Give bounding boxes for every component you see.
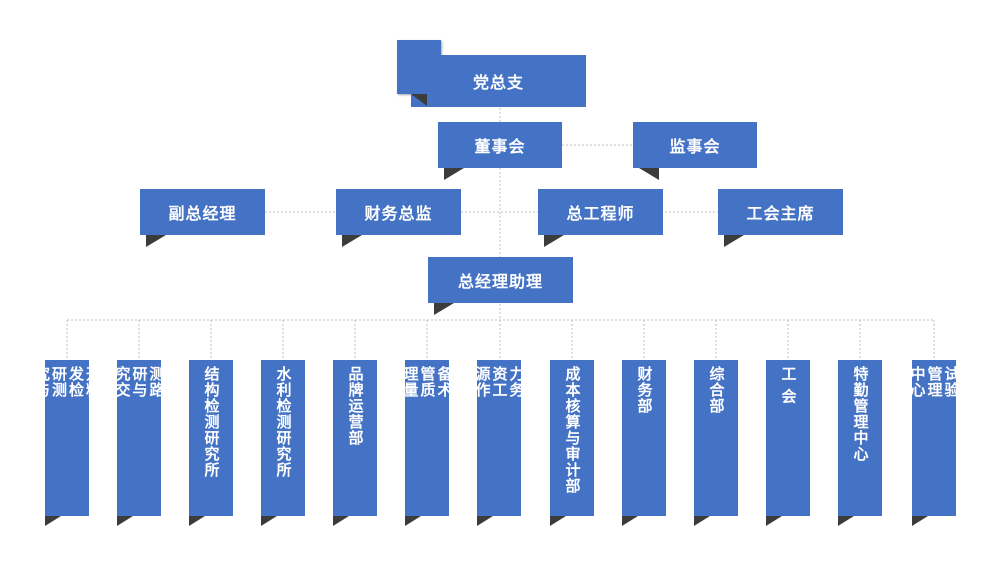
department-box-13[interactable]: 自检 试验 管理 中心 室 <box>892 360 978 516</box>
department-fold <box>117 516 133 526</box>
department-fold <box>333 516 349 526</box>
deputy-gm-box[interactable]: 副总经理 <box>140 189 265 235</box>
department-label: 人党 力务 资工 源作 部与 <box>456 366 543 398</box>
supervisors-box[interactable]: 监事会 <box>633 122 757 168</box>
department-label: 自检 试验 管理 中心 室 <box>891 366 978 398</box>
department-box-6[interactable]: 设技 备术 管质 理量 部与 <box>385 360 471 516</box>
union-chair-box[interactable]: 工会主席 <box>718 189 843 235</box>
department-label: 水利检测研究所 <box>274 366 293 478</box>
department-fold <box>694 516 710 526</box>
department-fold <box>766 516 782 526</box>
supervisors-fold <box>639 168 659 180</box>
department-fold <box>912 516 928 526</box>
party-branch-fold <box>411 94 427 106</box>
deputy-gm-label: 副总经理 <box>168 204 237 223</box>
department-fold <box>45 516 61 526</box>
chief-engineer-label: 总工程师 <box>566 204 635 223</box>
gm-assistant-box[interactable]: 总经理助理 <box>428 257 573 303</box>
department-fold <box>622 516 638 526</box>
board-box[interactable]: 董事会 <box>438 122 562 168</box>
union-chair-fold <box>724 235 744 247</box>
department-box-3[interactable]: 结构检测研究所 <box>189 360 233 516</box>
supervisors-label: 监事会 <box>669 137 721 156</box>
chief-engineer-fold <box>544 235 564 247</box>
department-fold <box>405 516 421 526</box>
department-label: 财务部 <box>635 366 654 414</box>
board-fold <box>444 168 464 180</box>
department-label: 特勤管理中心 <box>851 366 870 462</box>
department-fold <box>550 516 566 526</box>
department-box-4[interactable]: 水利检测研究所 <box>261 360 305 516</box>
department-box-12[interactable]: 特勤管理中心 <box>838 360 882 516</box>
department-label: 科研材 开料 发检 研测 究与 所 <box>16 366 119 414</box>
department-label: 结构检测研究所 <box>202 366 221 478</box>
department-fold <box>838 516 854 526</box>
party-branch-box[interactable]: 党总支 <box>411 55 586 107</box>
gm-assistant-fold <box>434 303 454 315</box>
department-label: 设技 备术 管质 理量 部与 <box>384 366 471 398</box>
department-label: 品牌运营部 <box>346 366 365 446</box>
department-box-11[interactable]: 工 会 <box>766 360 810 516</box>
department-fold <box>261 516 277 526</box>
gm-assistant-label: 总经理助理 <box>457 272 543 291</box>
party-branch-label: 党总支 <box>472 73 524 92</box>
union-chair-label: 工会主席 <box>746 204 815 223</box>
chief-engineer-box[interactable]: 总工程师 <box>538 189 663 235</box>
board-label: 董事会 <box>474 137 526 156</box>
deputy-gm-fold <box>146 235 166 247</box>
cfo-label: 财务总监 <box>364 204 433 223</box>
department-box-7[interactable]: 人党 力务 资工 源作 部与 <box>457 360 543 516</box>
department-box-1[interactable]: 科研材 开料 发检 研测 究与 所 <box>16 360 119 516</box>
department-box-2[interactable]: 检道 测路 研与 究交 所安 <box>97 360 183 516</box>
department-label: 成本核算与审计部 <box>563 366 582 494</box>
department-box-5[interactable]: 品牌运营部 <box>333 360 377 516</box>
department-fold <box>477 516 493 526</box>
department-box-9[interactable]: 财务部 <box>622 360 666 516</box>
department-label: 综合部 <box>707 366 726 414</box>
department-label: 工 会 <box>779 366 798 405</box>
cfo-box[interactable]: 财务总监 <box>336 189 461 235</box>
department-fold <box>189 516 205 526</box>
department-box-10[interactable]: 综合部 <box>694 360 738 516</box>
cfo-fold <box>342 235 362 247</box>
department-label: 检道 测路 研与 究交 所安 <box>96 366 183 398</box>
department-box-8[interactable]: 成本核算与审计部 <box>550 360 594 516</box>
